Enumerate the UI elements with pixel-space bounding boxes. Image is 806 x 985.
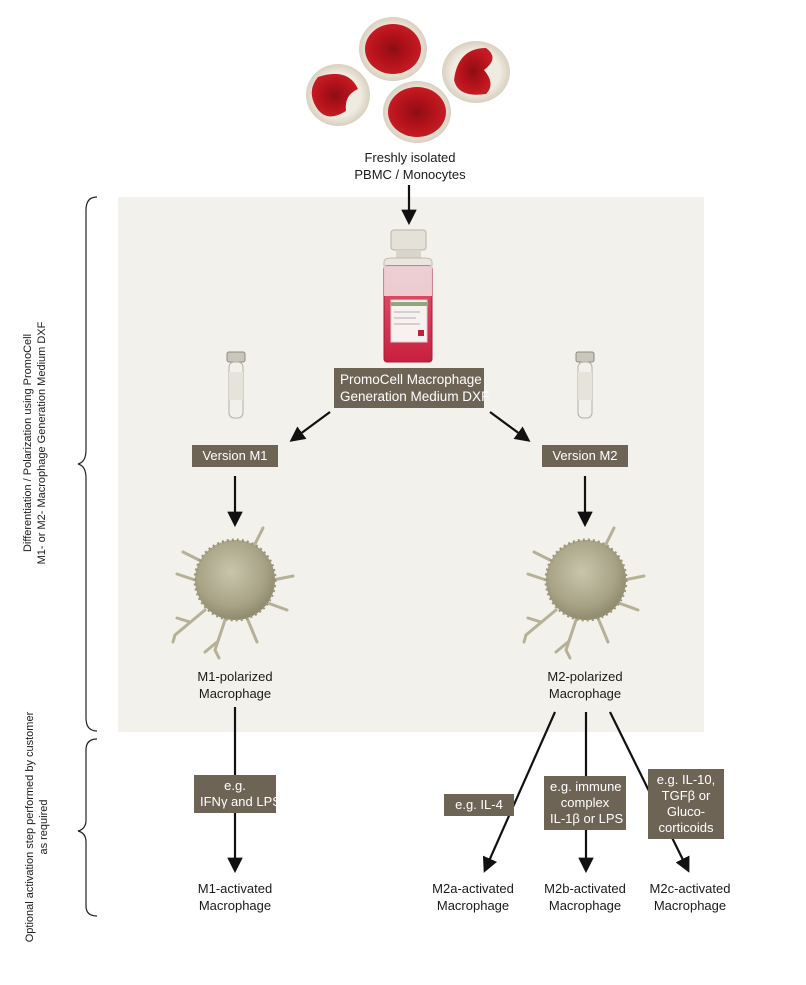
version-m1-box: Version M1 xyxy=(192,445,278,467)
medium-label-line2: Generation Medium DXF xyxy=(340,389,490,404)
m1-stimulus-line1: e.g. xyxy=(224,778,246,793)
differentiation-side-line1: Differentiation / Polarization using Pro… xyxy=(22,333,34,553)
m2b-stimulus-line2: complex xyxy=(560,795,610,810)
differentiation-brace xyxy=(77,196,98,732)
arrow-medium-to-m2 xyxy=(489,411,531,442)
m2c-stimulus-line2: TGFβ or xyxy=(661,788,711,803)
blood-cells-illustration xyxy=(306,17,510,143)
activation-side-line1: Optional activation step performed by cu… xyxy=(24,711,36,943)
blood-cell xyxy=(442,41,510,103)
m2-tube-illustration xyxy=(575,351,595,419)
blood-cell xyxy=(383,81,451,143)
blood-cell xyxy=(306,64,370,126)
m2c-stimulus-line4: corticoids xyxy=(658,820,714,835)
activation-side-line2: as required xyxy=(38,799,50,855)
m1-stimulus-line2: IFNγ and LPS xyxy=(200,794,281,809)
m1-activated-line1: M1-activated xyxy=(197,881,273,896)
m1-polarized-line1: M1-polarized xyxy=(197,669,273,684)
m2-polarized-line1: M2-polarized xyxy=(547,669,623,684)
m2b-activated-label: M2b-activated Macrophage xyxy=(544,880,626,914)
m2c-activated-line1: M2c-activated xyxy=(649,881,731,896)
m2c-stimulus-box: e.g. IL-10, TGFβ or Gluco- corticoids xyxy=(648,769,724,839)
m1-activated-label: M1-activated Macrophage xyxy=(198,880,272,914)
m2c-activated-label: M2c-activated Macrophage xyxy=(650,880,731,914)
medium-bottle-illustration xyxy=(383,229,433,363)
m2b-activated-line1: M2b-activated xyxy=(544,881,626,896)
m1-stimulus-box: e.g. IFNγ and LPS xyxy=(194,775,281,813)
m2c-stimulus-line3: Gluco- xyxy=(666,804,706,819)
m2a-activated-label: M2a-activated Macrophage xyxy=(432,880,514,914)
activation-side-label: Optional activation step performed by cu… xyxy=(23,707,53,947)
m2a-stimulus-line1: e.g. IL-4 xyxy=(455,797,503,812)
m2b-activated-line2: Macrophage xyxy=(548,898,622,913)
m2b-stimulus-line3: IL-1β or LPS xyxy=(550,811,624,826)
m1-tube-illustration xyxy=(226,351,246,419)
source-label-line2: PBMC / Monocytes xyxy=(354,167,466,182)
m2-polarized-label: M2-polarized Macrophage xyxy=(547,668,622,702)
blood-cell xyxy=(359,17,427,81)
m2c-activated-line2: Macrophage xyxy=(653,898,727,913)
differentiation-side-label: Differentiation / Polarization using Pro… xyxy=(21,303,51,583)
m2a-stimulus-box: e.g. IL-4 xyxy=(444,794,514,816)
m2b-stimulus-line1: e.g. immune xyxy=(550,779,622,794)
medium-label-box: PromoCell Macrophage Generation Medium D… xyxy=(334,368,490,408)
medium-label-line1: PromoCell Macrophage xyxy=(340,372,482,387)
arrow-m2-to-m2a xyxy=(482,711,557,873)
version-m2-box: Version M2 xyxy=(542,445,628,467)
arrow-medium-to-m1 xyxy=(289,411,331,442)
source-label: Freshly isolated PBMC / Monocytes xyxy=(354,149,465,183)
source-label-line1: Freshly isolated xyxy=(364,150,456,165)
m1-polarized-label: M1-polarized Macrophage xyxy=(197,668,272,702)
m1-activated-line2: Macrophage xyxy=(198,898,272,913)
m1-macrophage-illustration xyxy=(171,526,295,660)
activation-brace xyxy=(77,738,98,917)
m2-polarized-line2: Macrophage xyxy=(548,686,622,701)
differentiation-side-line2: M1- or M2- Macrophage Generation Medium … xyxy=(36,321,48,565)
m2c-stimulus-line1: e.g. IL-10, xyxy=(656,772,716,787)
m2a-activated-line1: M2a-activated xyxy=(432,881,514,896)
m1-polarized-line2: Macrophage xyxy=(198,686,272,701)
m2a-activated-line2: Macrophage xyxy=(436,898,510,913)
m2-macrophage-illustration xyxy=(522,526,646,660)
m2b-stimulus-box: e.g. immune complex IL-1β or LPS xyxy=(544,776,626,830)
